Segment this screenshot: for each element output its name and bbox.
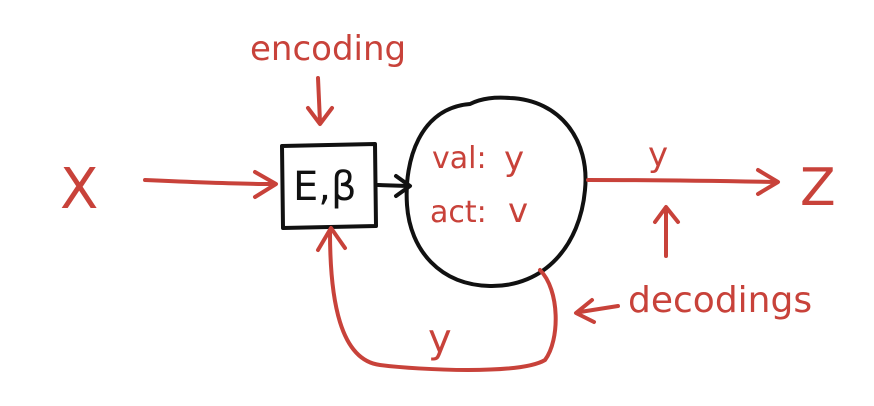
input-node-x: X	[60, 157, 98, 222]
act-value: v	[508, 191, 528, 231]
arrow-encoding-to-box	[306, 76, 334, 126]
arrow-decodings-to-feedback	[574, 298, 620, 324]
output-edge-label: y	[648, 135, 668, 175]
arrow-neuron-to-output	[586, 168, 780, 196]
act-label: act:	[430, 195, 487, 230]
arrow-decodings-to-output	[653, 205, 680, 258]
encoding-label: encoding	[250, 29, 406, 69]
neuron-circle: val: y act: v	[404, 95, 588, 289]
encoder-box-label: E,β	[293, 164, 357, 210]
encoder-box: E,β	[280, 142, 378, 230]
val-label: val:	[432, 141, 487, 176]
decodings-label: decodings	[628, 280, 812, 321]
arrow-input-to-box	[143, 170, 278, 199]
val-value: y	[504, 139, 524, 179]
feedback-loop-arrow	[316, 226, 558, 372]
output-node-z: Z	[800, 158, 836, 218]
arrow-box-to-neuron	[376, 174, 412, 198]
feedback-edge-label: y	[428, 316, 452, 362]
